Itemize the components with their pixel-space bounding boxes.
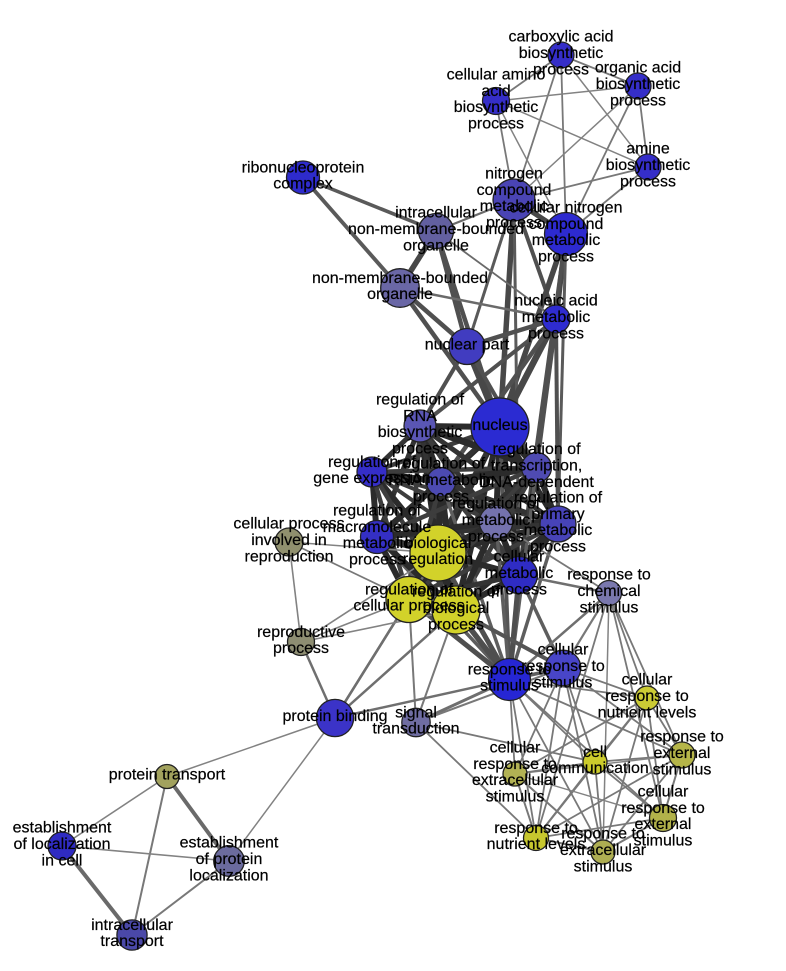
svg-text:nuclear part: nuclear part <box>425 337 510 354</box>
svg-text:protein transport: protein transport <box>109 767 226 784</box>
svg-text:protein binding: protein binding <box>283 708 388 725</box>
svg-text:nucleus: nucleus <box>472 417 527 434</box>
